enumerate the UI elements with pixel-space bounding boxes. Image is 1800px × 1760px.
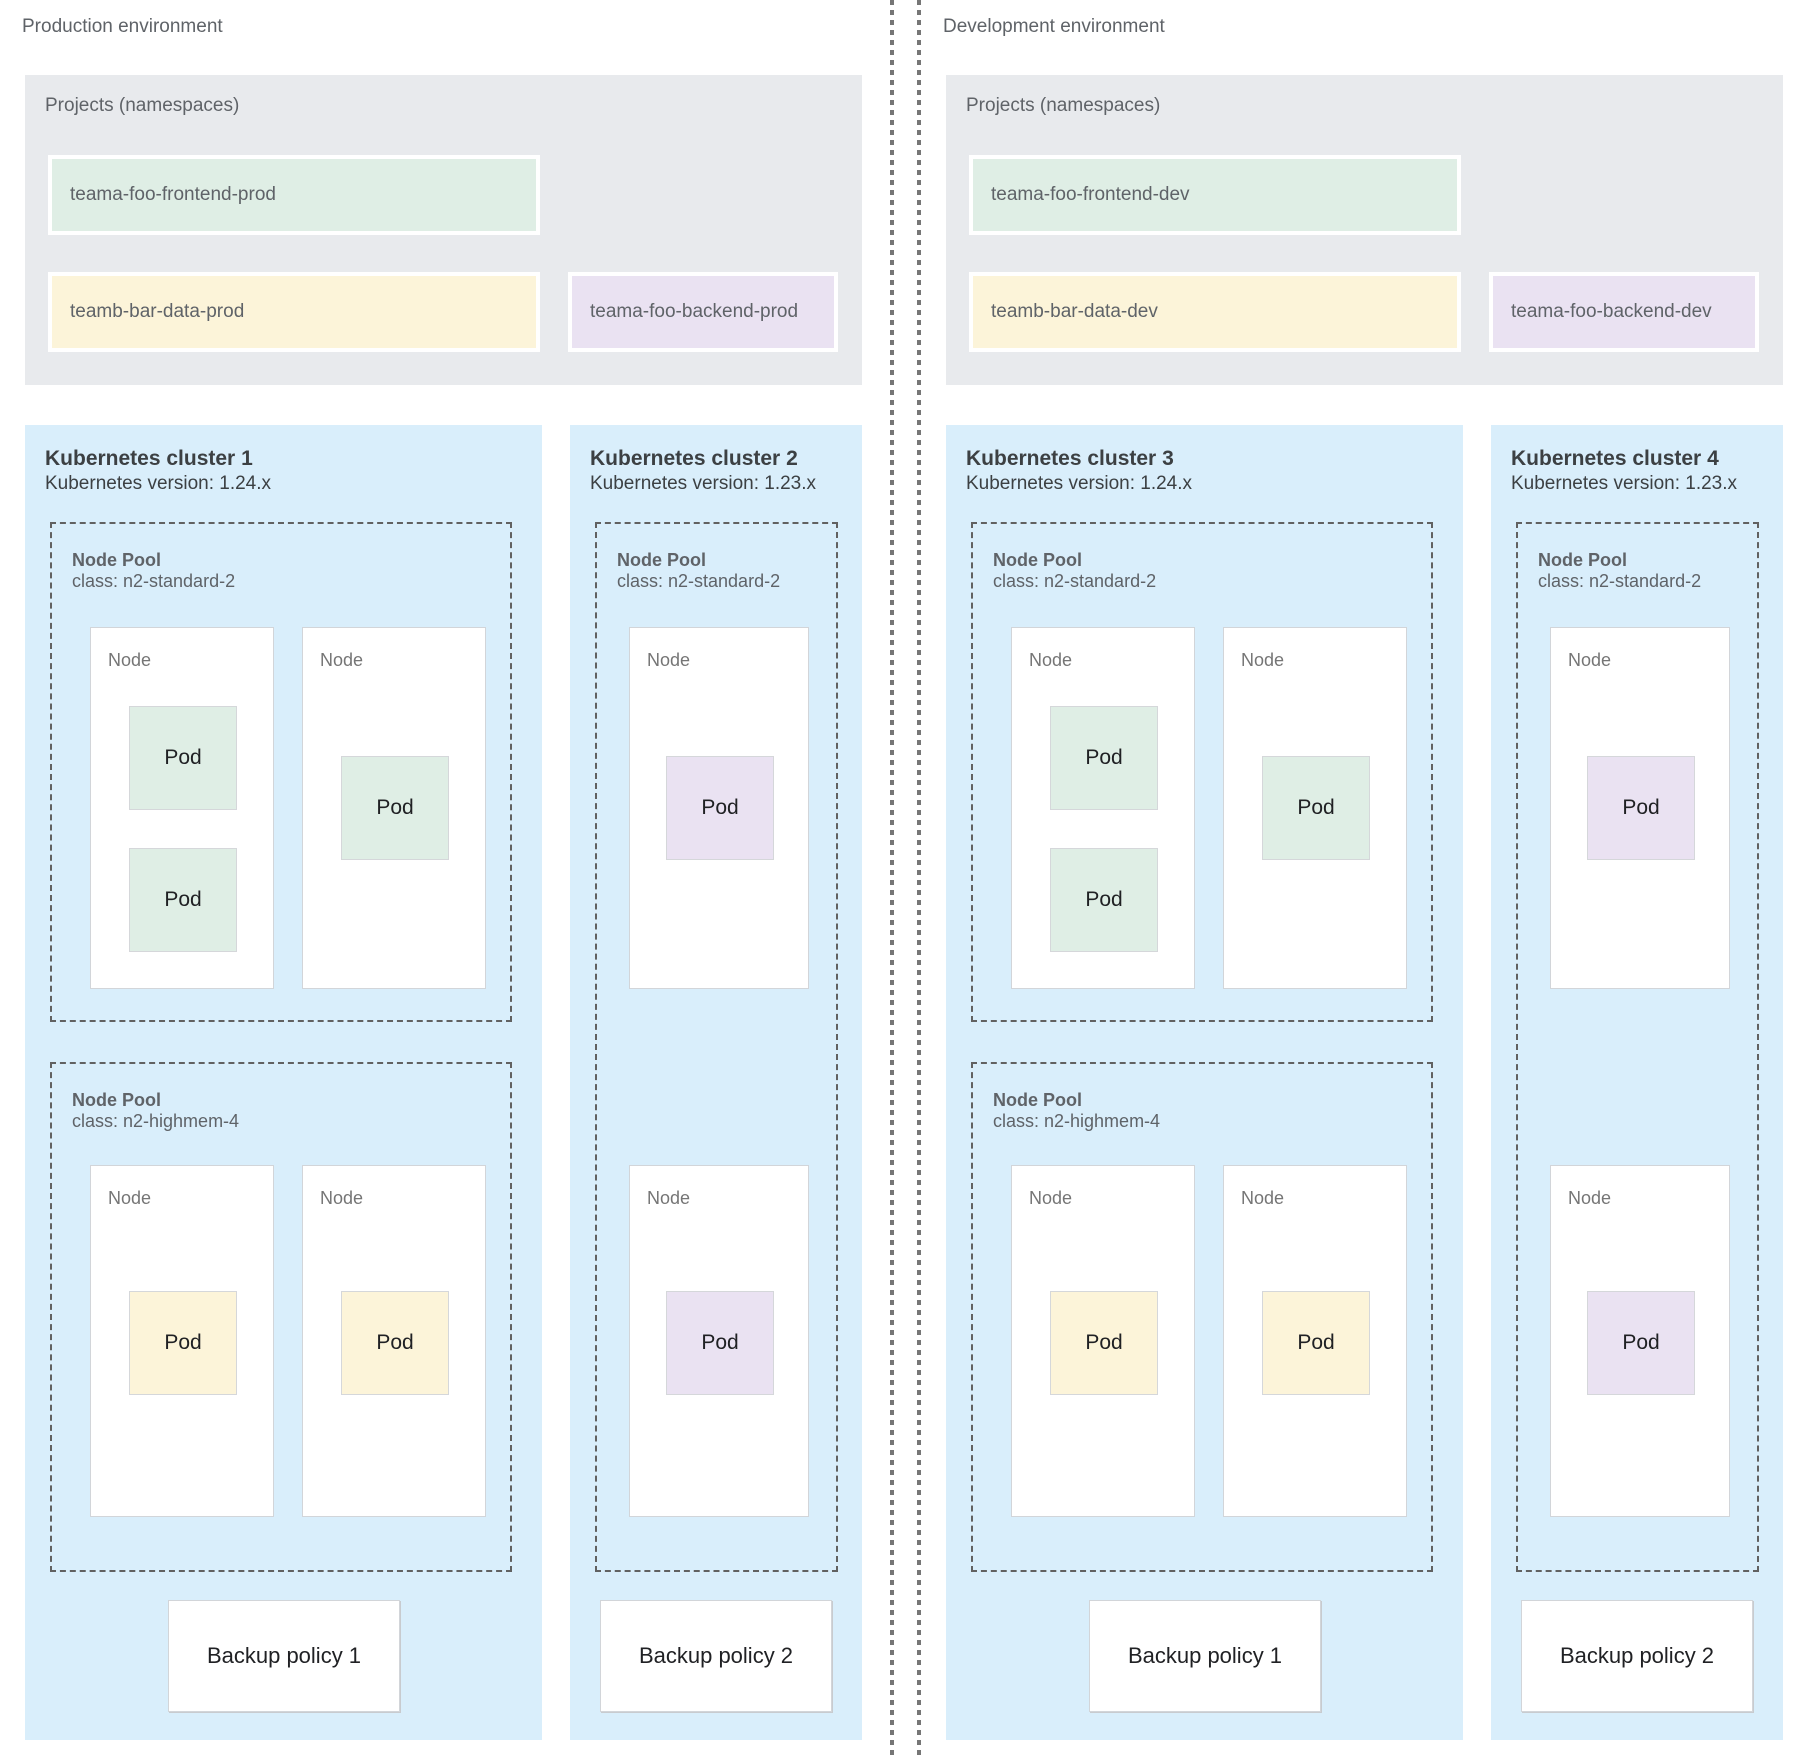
pod: Pod	[129, 706, 237, 810]
pod: Pod	[341, 756, 449, 860]
node-pool-label: Node Pool class: n2-standard-2	[993, 550, 1156, 592]
node-pool-label: Node Pool class: n2-highmem-4	[993, 1090, 1160, 1132]
cluster-version: Kubernetes version: 1.23.x	[590, 473, 817, 494]
node: Node Pod	[1223, 1165, 1407, 1517]
environment-divider-line-right	[917, 0, 921, 1760]
production-projects-box: Projects (namespaces) teama-foo-frontend…	[25, 75, 862, 385]
node: Node Pod	[302, 627, 486, 989]
development-environment-title: Development environment	[943, 16, 1165, 37]
node-pool-name: Node Pool	[72, 550, 161, 570]
namespace-teama-foo-backend-prod: teama-foo-backend-prod	[568, 272, 838, 352]
pod: Pod	[1262, 756, 1370, 860]
cluster-version: Kubernetes version: 1.23.x	[1511, 473, 1738, 494]
node-pool-label: Node Pool class: n2-standard-2	[617, 550, 780, 592]
node-label: Node	[1568, 1188, 1612, 1208]
node: Node Pod	[302, 1165, 486, 1517]
cluster-title: Kubernetes cluster 1	[45, 447, 253, 470]
production-environment-title: Production environment	[22, 16, 223, 37]
kubernetes-cluster-1: Kubernetes cluster 1 Kubernetes version:…	[25, 425, 542, 1740]
node-label: Node	[108, 1188, 152, 1208]
node: Node Pod	[629, 1165, 809, 1517]
development-projects-box: Projects (namespaces) teama-foo-frontend…	[946, 75, 1783, 385]
cluster-title: Kubernetes cluster 4	[1511, 447, 1719, 470]
kubernetes-cluster-3: Kubernetes cluster 3 Kubernetes version:…	[946, 425, 1463, 1740]
node-pool-class: class: n2-standard-2	[1538, 571, 1702, 591]
node-pool-name: Node Pool	[1538, 550, 1627, 570]
pod: Pod	[341, 1291, 449, 1395]
node-pool-class: class: n2-standard-2	[993, 571, 1157, 591]
node-pool-label: Node Pool class: n2-standard-2	[1538, 550, 1701, 592]
node-label: Node	[320, 650, 364, 670]
node-pool-n2-highmem-4: Node Pool class: n2-highmem-4 Node Pod N…	[971, 1062, 1433, 1572]
node-pool-n2-standard-2: Node Pool class: n2-standard-2 Node Pod …	[50, 522, 512, 1022]
pod: Pod	[1587, 1291, 1695, 1395]
node-pool-label: Node Pool class: n2-highmem-4	[72, 1090, 239, 1132]
node-pool-n2-standard-2: Node Pool class: n2-standard-2 Node Pod …	[595, 522, 838, 1572]
node-pool-name: Node Pool	[993, 550, 1082, 570]
node: Node Pod	[90, 1165, 274, 1517]
pod: Pod	[1050, 1291, 1158, 1395]
node-label: Node	[108, 650, 152, 670]
namespace-teama-foo-backend-dev: teama-foo-backend-dev	[1489, 272, 1759, 352]
node-pool-class: class: n2-highmem-4	[72, 1111, 240, 1131]
node-pool-n2-standard-2: Node Pool class: n2-standard-2 Node Pod …	[1516, 522, 1759, 1572]
node-pool-n2-highmem-4: Node Pool class: n2-highmem-4 Node Pod N…	[50, 1062, 512, 1572]
backup-policy-2: Backup policy 2	[1521, 1600, 1753, 1712]
node: Node Pod Pod	[90, 627, 274, 989]
backup-policy-2: Backup policy 2	[600, 1600, 832, 1712]
pod: Pod	[1050, 848, 1158, 952]
node-label: Node	[1241, 1188, 1285, 1208]
namespace-teama-foo-frontend-prod: teama-foo-frontend-prod	[48, 155, 540, 235]
node: Node Pod	[1550, 627, 1730, 989]
pod: Pod	[666, 756, 774, 860]
pod: Pod	[1050, 706, 1158, 810]
node: Node Pod	[1223, 627, 1407, 989]
kubernetes-cluster-2: Kubernetes cluster 2 Kubernetes version:…	[570, 425, 862, 1740]
cluster-version: Kubernetes version: 1.24.x	[45, 473, 272, 494]
node-label: Node	[1029, 650, 1073, 670]
node-pool-label: Node Pool class: n2-standard-2	[72, 550, 235, 592]
backup-policy-1: Backup policy 1	[168, 1600, 400, 1712]
node-pool-name: Node Pool	[617, 550, 706, 570]
node-label: Node	[647, 1188, 691, 1208]
pod: Pod	[129, 1291, 237, 1395]
node-label: Node	[1241, 650, 1285, 670]
node-pool-class: class: n2-standard-2	[617, 571, 781, 591]
pod: Pod	[129, 848, 237, 952]
namespace-teama-foo-frontend-dev: teama-foo-frontend-dev	[969, 155, 1461, 235]
pod: Pod	[666, 1291, 774, 1395]
projects-namespaces-label: Projects (namespaces)	[45, 95, 240, 116]
namespace-teamb-bar-data-dev: teamb-bar-data-dev	[969, 272, 1461, 352]
node-label: Node	[1029, 1188, 1073, 1208]
node: Node Pod	[1011, 1165, 1195, 1517]
node-pool-name: Node Pool	[993, 1090, 1082, 1110]
cluster-title: Kubernetes cluster 2	[590, 447, 798, 470]
node: Node Pod Pod	[1011, 627, 1195, 989]
node: Node Pod	[1550, 1165, 1730, 1517]
node: Node Pod	[629, 627, 809, 989]
projects-namespaces-label: Projects (namespaces)	[966, 95, 1161, 116]
cluster-version: Kubernetes version: 1.24.x	[966, 473, 1193, 494]
backup-policy-1: Backup policy 1	[1089, 1600, 1321, 1712]
node-label: Node	[320, 1188, 364, 1208]
node-pool-name: Node Pool	[72, 1090, 161, 1110]
node-label: Node	[647, 650, 691, 670]
node-pool-n2-standard-2: Node Pool class: n2-standard-2 Node Pod …	[971, 522, 1433, 1022]
pod: Pod	[1587, 756, 1695, 860]
namespace-teamb-bar-data-prod: teamb-bar-data-prod	[48, 272, 540, 352]
cluster-title: Kubernetes cluster 3	[966, 447, 1174, 470]
node-pool-class: class: n2-highmem-4	[993, 1111, 1161, 1131]
pod: Pod	[1262, 1291, 1370, 1395]
kubernetes-cluster-4: Kubernetes cluster 4 Kubernetes version:…	[1491, 425, 1783, 1740]
environment-divider-line-left	[890, 0, 894, 1760]
node-pool-class: class: n2-standard-2	[72, 571, 236, 591]
node-label: Node	[1568, 650, 1612, 670]
